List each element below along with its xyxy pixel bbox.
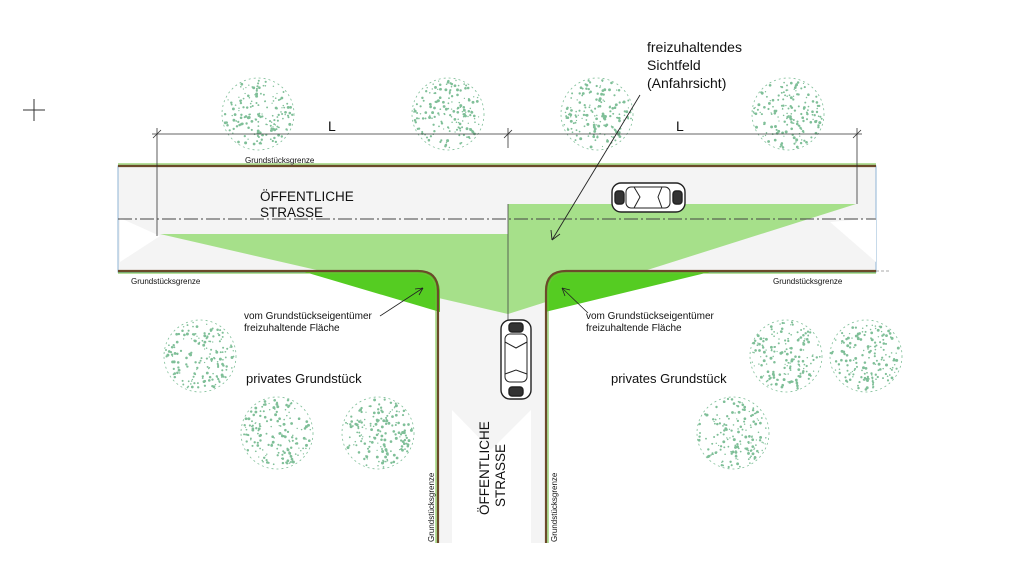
annotation-sightline-line3: (Anfahrsicht) [647,75,726,91]
main-road-label-line1: ÖFFENTLICHE [260,189,354,204]
main-road-wedge-right [830,218,876,262]
private-property-label-right: privates Grundstück [611,371,727,386]
car-icon [611,182,686,213]
annotation-sightline-arrow [550,94,641,241]
owner-area-label-left-line1: vom Grundstückseigentümer [244,311,373,322]
owner-area-label-left: vom Grundstückseigentümer freizuhaltende… [244,311,375,334]
tree-icon [751,77,825,151]
annotation-sightline-line2: Sichtfeld [647,57,701,73]
property-line-label-left: Grundstücksgrenze [131,277,201,286]
annotation-sightline-line1: freizuhaltendes [647,39,742,55]
tree-icon [829,319,903,393]
tree-icon [696,396,770,470]
owner-area-arrow-right [561,287,589,314]
tree-icon [749,319,823,393]
property-line-label-right: Grundstücksgrenze [773,277,843,286]
tree-icon [341,396,415,470]
owner-area-label-left-line2: freizuhaltende Fläche [244,323,340,334]
dimension-label-left: L [328,118,336,134]
owner-area-right [545,270,718,312]
property-line-label-top: Grundstücksgrenze [245,156,315,165]
annotation-sightline: freizuhaltendes Sichtfeld (Anfahrsicht) [647,39,746,91]
tree-icon [560,77,634,151]
owner-area-arrow-left [379,287,424,317]
side-road-label: ÖFFENTLICHE STRASSE [477,417,508,515]
owner-area-left [298,270,440,312]
tree-icon [221,77,295,151]
main-road-label: ÖFFENTLICHE STRASSE [260,189,358,220]
main-road-wedge-left [120,218,160,262]
tree-icon [240,396,314,470]
trees [163,77,903,470]
tree-icon [163,319,237,393]
crosshair-icon [23,99,45,121]
tree-icon [411,77,485,151]
dimension-label-right: L [676,118,684,134]
owner-area-label-right: vom Grundstückseigentümer freizuhaltende… [586,311,717,334]
car-icon [500,319,532,400]
owner-area-label-right-line2: freizuhaltende Fläche [586,323,682,334]
side-road-wedge [452,410,531,543]
main-road-label-line2: STRASSE [260,205,323,220]
property-lines [118,163,890,543]
side-road-label-line2: STRASSE [493,444,508,507]
side-road-label-line1: ÖFFENTLICHE [477,421,492,515]
property-line-label-vertical-left: Grundstücksgrenze [427,472,436,542]
property-line-label-vertical-right: Grundstücksgrenze [550,472,559,542]
owner-area-label-right-line1: vom Grundstückseigentümer [586,311,715,322]
private-property-label-left: privates Grundstück [246,371,362,386]
dimension-lines [152,128,862,236]
